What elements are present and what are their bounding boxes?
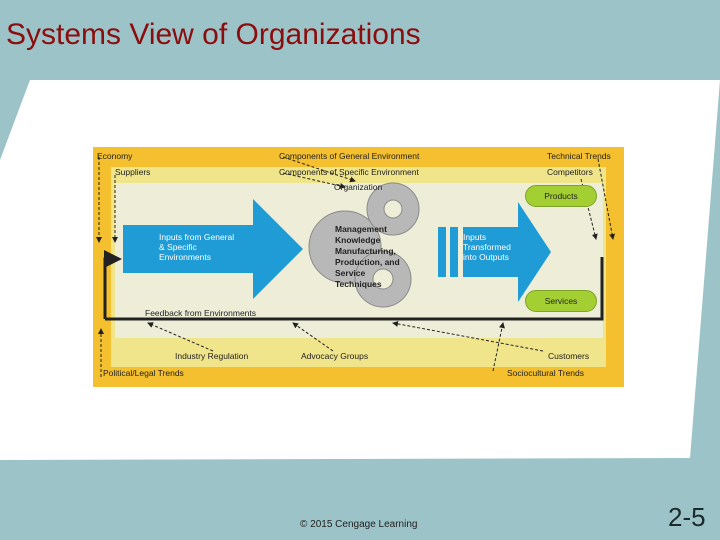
gear-item-production: Production, and: [335, 257, 400, 267]
gear-item-knowledge: Knowledge: [335, 235, 381, 245]
services-pill: Services: [525, 290, 597, 312]
advocacy-groups-label: Advocacy Groups: [301, 351, 369, 361]
products-pill: Products: [525, 185, 597, 207]
suppliers-label: Suppliers: [115, 167, 151, 177]
industry-regulation-label: Industry Regulation: [175, 351, 249, 361]
specific-environment-label: Components of Specific Environment: [279, 167, 419, 177]
output-arrow-label: Inputs Transformed into Outputs: [463, 232, 511, 262]
organization-label: Organization: [334, 182, 383, 192]
competitors-label: Competitors: [547, 167, 593, 177]
political-legal-trends-label: Political/Legal Trends: [103, 368, 184, 378]
economy-label: Economy: [97, 151, 133, 161]
output-arrow: [463, 202, 551, 302]
technical-trends-label: Technical Trends: [547, 151, 611, 161]
customers-label: Customers: [548, 351, 590, 361]
gear-item-techniques: Techniques: [335, 279, 382, 289]
general-environment-label: Components of General Environment: [279, 151, 420, 161]
copyright-notice: © 2015 Cengage Learning: [300, 519, 418, 530]
gear-item-management: Management: [335, 224, 387, 234]
sociocultural-trends-label: Sociocultural Trends: [507, 368, 585, 378]
gear-item-service: Service: [335, 268, 366, 278]
slide-title: Systems View of Organizations: [6, 18, 421, 51]
diagram-graphic: [93, 147, 624, 387]
systems-diagram: Economy Technical Trends Components of G…: [93, 147, 624, 387]
slide-number: 2-5: [668, 502, 706, 532]
input-arrow-label: Inputs from General & Specific Environme…: [159, 232, 235, 262]
gear-item-manufacturing: Manufacturing,: [335, 246, 396, 256]
gear-icon: [308, 182, 420, 308]
input-arrow: [123, 199, 303, 299]
feedback-label: Feedback from Environments: [145, 308, 257, 318]
